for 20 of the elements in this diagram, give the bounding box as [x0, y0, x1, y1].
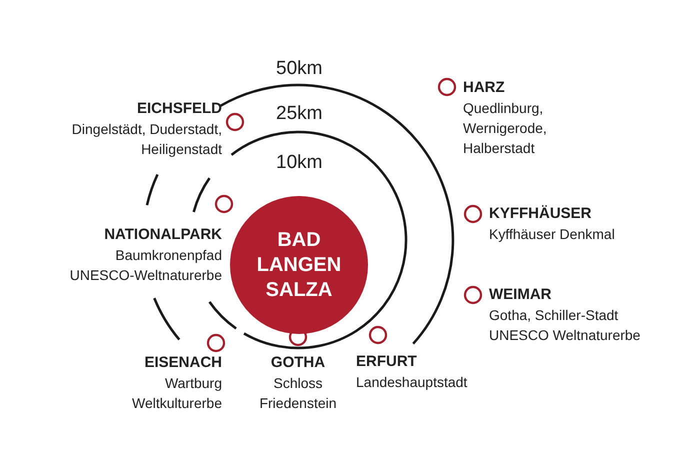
region-heading: EISENACH: [144, 354, 222, 371]
region-heading: EICHSFELD: [136, 100, 222, 117]
sights-text: Quedlinburg, Wernigerode, Halberstadt: [463, 100, 547, 156]
sights-text: Kyffhäuser Denkmal: [489, 226, 615, 242]
sights-text: Baumkronenpfad UNESCO-Weltnaturerbe: [70, 247, 222, 283]
distance-label: 50km: [276, 58, 322, 80]
region-heading: WEIMAR: [489, 286, 552, 303]
sights-text: Dingelstädt, Duderstadt, Heiligenstadt: [72, 121, 222, 157]
region-heading: NATIONALPARK: [104, 226, 222, 243]
sights-text: Landeshauptstadt: [356, 374, 468, 390]
region-heading: ERFURT: [356, 353, 417, 370]
sights-text: Gotha, Schiller-Stadt UNESCO Weltnaturerbe: [489, 307, 640, 343]
town-name: BAD LANGEN SALZA: [256, 228, 342, 302]
region-heading: GOTHA: [270, 354, 326, 371]
distance-label: 25km: [276, 103, 322, 125]
distance-label: 10km: [276, 152, 322, 174]
region-heading: KYFFHÄUSER: [489, 205, 592, 222]
sights-text: Schloss Friedenstein: [259, 375, 337, 411]
sights-text: Wartburg Weltkulturerbe: [132, 375, 222, 411]
region-heading: HARZ: [463, 79, 505, 96]
